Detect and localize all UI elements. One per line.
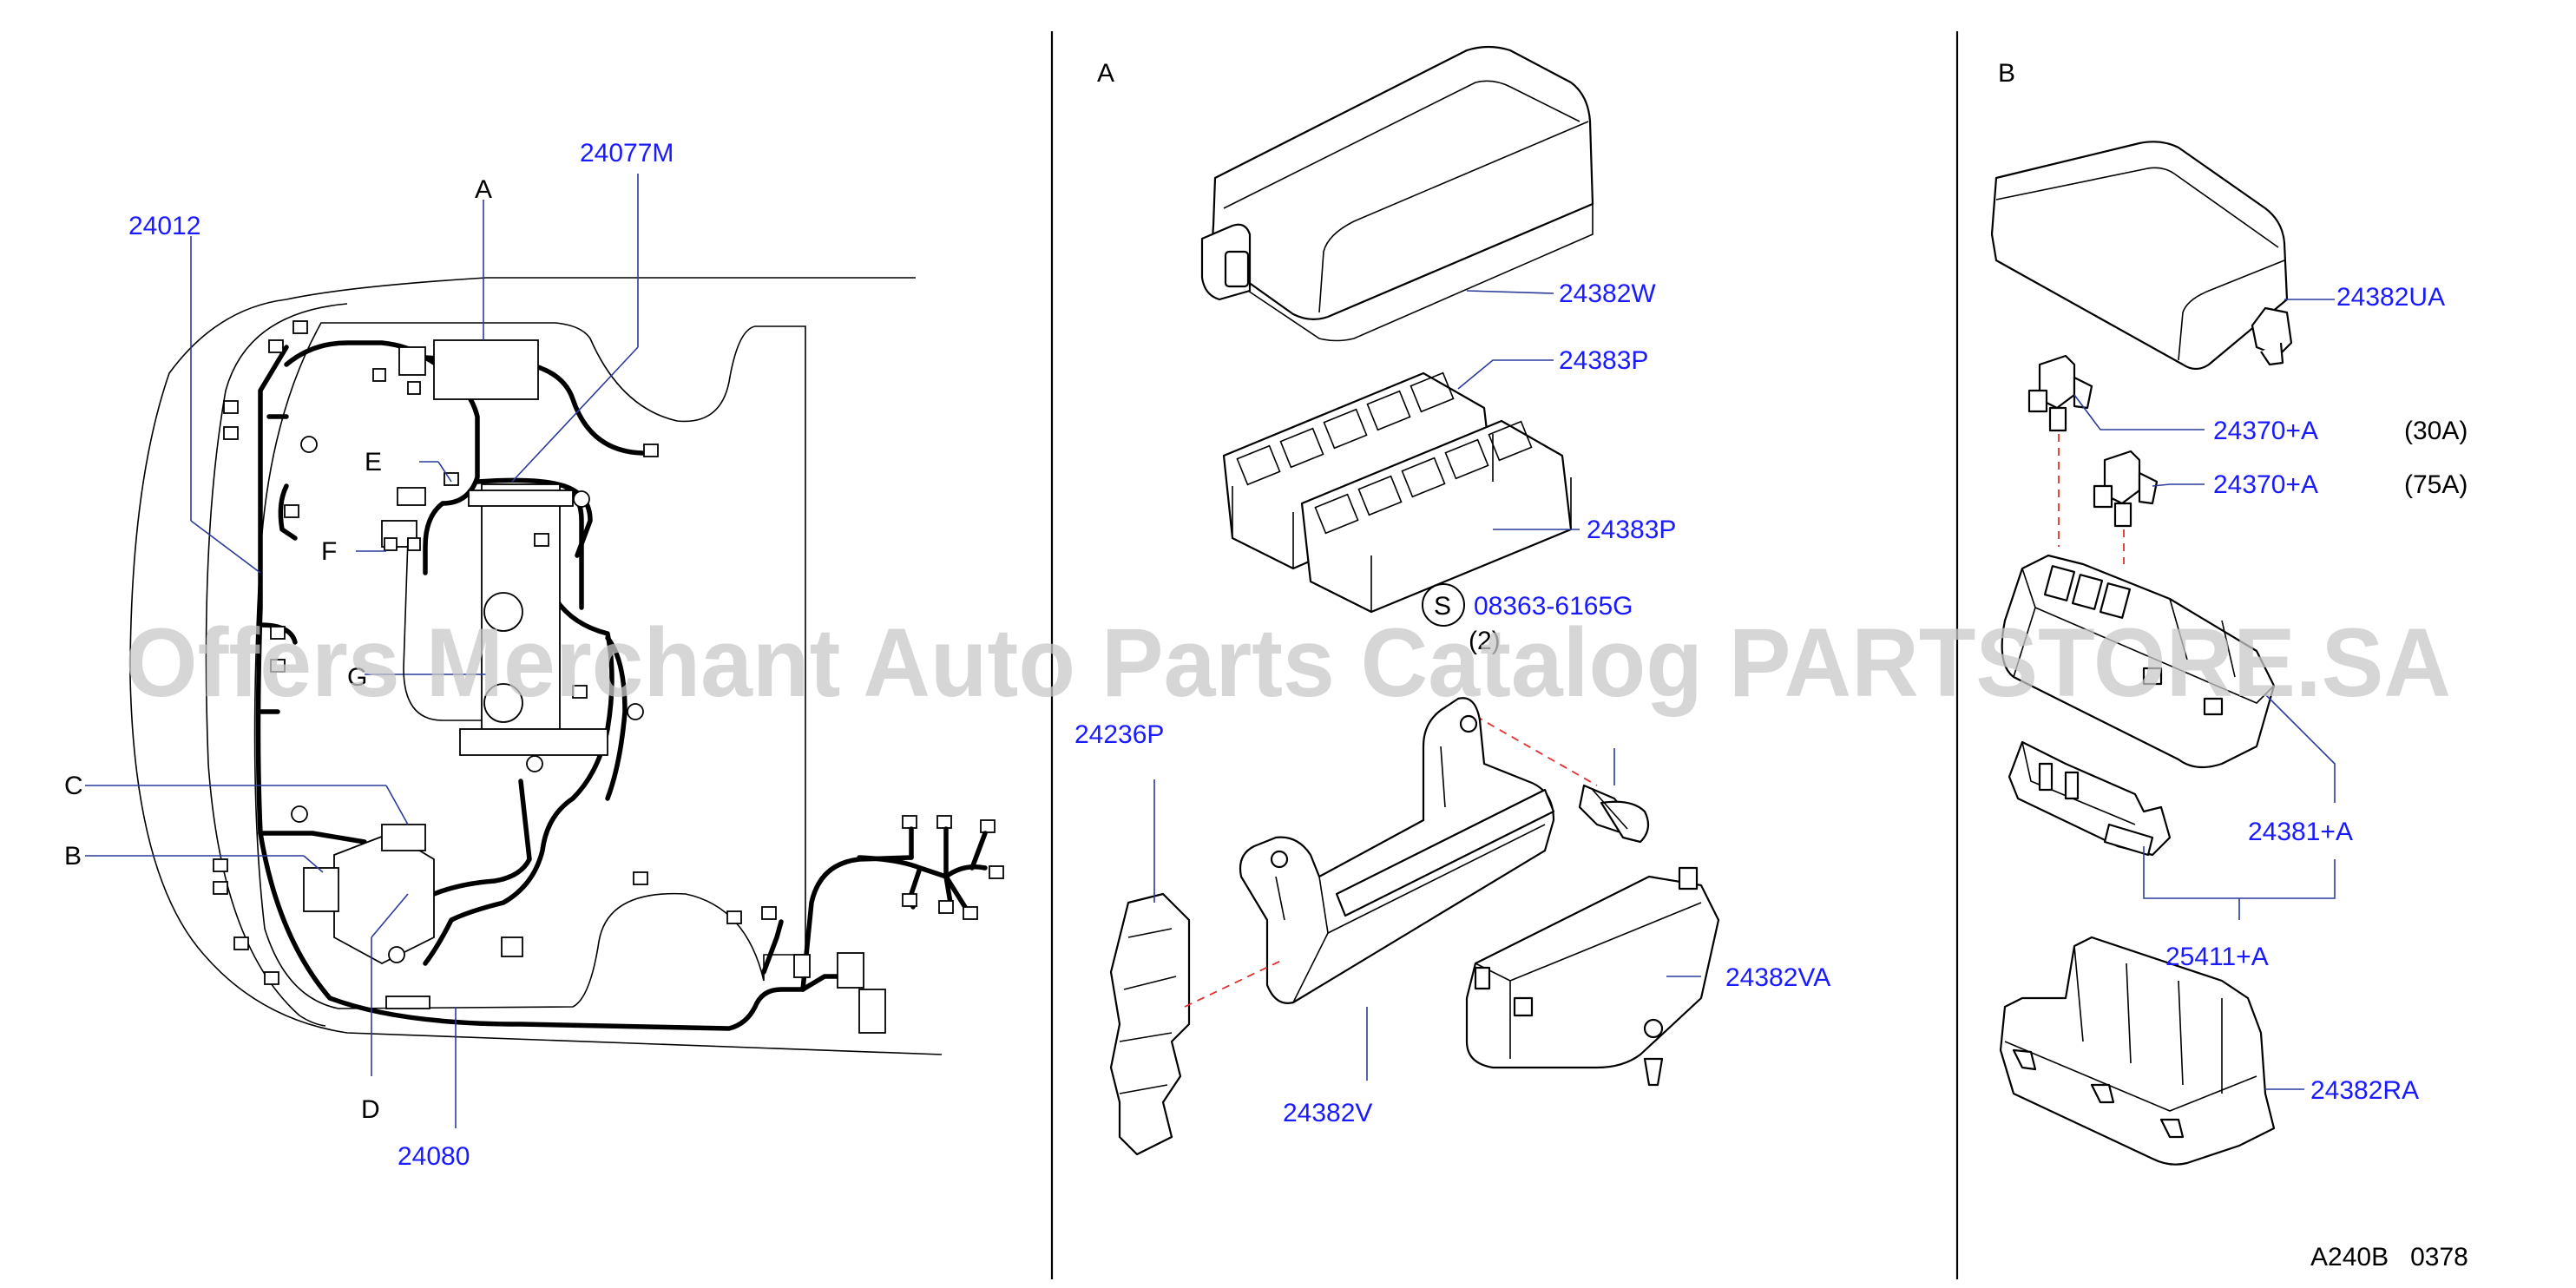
s-symbol-circle — [1422, 583, 1465, 627]
section-b-parts — [1990, 141, 2293, 1166]
label-24382va: 24382VA — [1725, 963, 1830, 992]
label-E: E — [365, 448, 382, 476]
label-F: F — [321, 537, 337, 566]
section-a-title: A — [1097, 59, 1114, 88]
label-B: B — [64, 842, 82, 871]
label-24382ra: 24382RA — [2310, 1076, 2419, 1105]
label-A: A — [475, 175, 492, 204]
watermark: Offers Merchant Auto Parts Catalog PARTS… — [125, 608, 2451, 717]
footer-code: A240B 0378 — [2310, 1243, 2468, 1272]
section-b-title: B — [1998, 59, 2015, 88]
label-08363-6165g: 08363-6165G — [1474, 592, 1633, 621]
label-24382v: 24382V — [1283, 1099, 1372, 1127]
engine-bay-harness — [85, 174, 1004, 1128]
label-24381: 24381+A — [2248, 818, 2353, 846]
label-G: G — [347, 663, 367, 692]
label-24077m: 24077M — [580, 139, 674, 168]
label-D: D — [361, 1095, 380, 1124]
label-24370-30a: 24370+A — [2213, 417, 2318, 445]
label-24382ua: 24382UA — [2336, 283, 2445, 312]
label-24382w: 24382W — [1559, 279, 1656, 308]
label-24370-75a: 24370+A — [2213, 470, 2318, 499]
label-24080: 24080 — [398, 1142, 470, 1171]
section-a-parts — [1109, 45, 1720, 1156]
label-25411: 25411+A — [2165, 943, 2269, 971]
s-symbol: S — [1434, 592, 1451, 621]
label-24383p-top: 24383P — [1559, 346, 1648, 375]
label-qty-2: (2) — [1469, 627, 1501, 655]
label-24383p-bottom: 24383P — [1587, 516, 1676, 544]
label-amp-75a: (75A) — [2404, 470, 2468, 499]
label-24012: 24012 — [128, 212, 200, 240]
label-24236p: 24236P — [1074, 720, 1164, 749]
label-amp-30a: (30A) — [2404, 417, 2468, 445]
label-C: C — [64, 772, 83, 800]
